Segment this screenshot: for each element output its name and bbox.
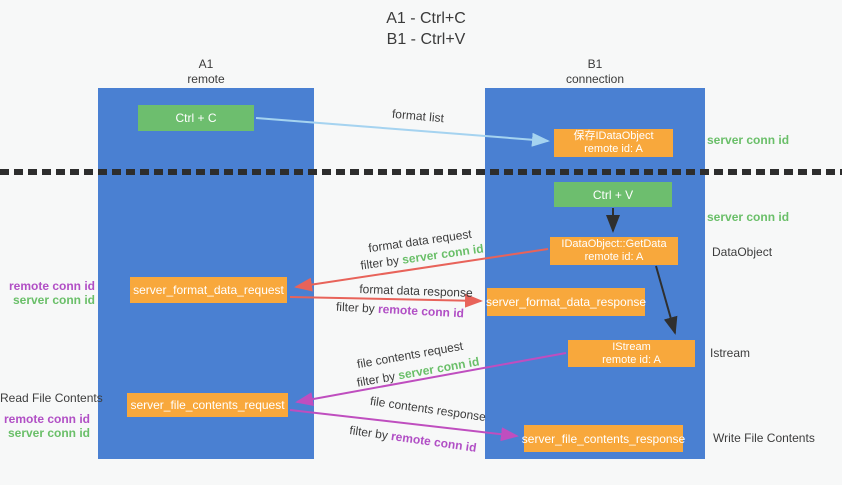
node-ctrl-c: Ctrl + C bbox=[138, 105, 254, 131]
node-server-file-contents-response: server_file_contents_response bbox=[521, 425, 686, 452]
annotation-read-file-contents: Read File Contents bbox=[0, 391, 103, 405]
node-server-file-contents-request: server_file_contents_request bbox=[127, 393, 288, 417]
node-save-idataobject: 保存IDataObject remote id: A bbox=[554, 129, 673, 157]
annotation-server-conn-id-mid-right: server conn id bbox=[707, 210, 790, 224]
filter-by-remote-conn-label-1: filter by remote conn id bbox=[325, 299, 476, 321]
filter-by-remote-conn-label-2: filter by remote conn id bbox=[338, 422, 488, 457]
annotation-server-conn-id-bottom-left: server conn id bbox=[7, 426, 90, 440]
format-request-label: server_format_data_request bbox=[133, 283, 284, 297]
save-idataobject-line2: remote id: A bbox=[584, 143, 643, 155]
remote-conn-id-text: remote conn id bbox=[377, 301, 465, 321]
format-response-label: server_format_data_response bbox=[485, 295, 647, 309]
ctrl-c-label: Ctrl + C bbox=[175, 111, 217, 125]
node-server-format-data-response: server_format_data_response bbox=[485, 288, 647, 316]
title-line-a1: A1 - Ctrl+C bbox=[386, 10, 466, 27]
getdata-line1: IDataObject::GetData bbox=[561, 238, 667, 250]
istream-line2: remote id: A bbox=[602, 353, 661, 366]
filter-by-text: filter by bbox=[348, 423, 389, 443]
node-ctrl-v: Ctrl + V bbox=[554, 182, 672, 207]
annotation-dataobject: DataObject bbox=[712, 245, 773, 259]
lane-b1-subtitle: connection bbox=[565, 72, 625, 86]
title-line-b1: B1 - Ctrl+V bbox=[386, 31, 466, 48]
save-idataobject-line1: 保存IDataObject bbox=[573, 130, 654, 142]
lane-header-b1: B1 connection bbox=[485, 57, 705, 87]
lane-b1-name: B1 bbox=[587, 57, 603, 71]
format-list-label: format list bbox=[391, 106, 445, 126]
annotation-server-conn-id-mid-left: server conn id bbox=[12, 293, 95, 307]
filter-by-text: filter by bbox=[359, 253, 400, 273]
remote-conn-id-text: remote conn id bbox=[390, 429, 478, 455]
filter-by-text: filter by bbox=[335, 299, 376, 316]
diagram-title: A1 - Ctrl+C B1 - Ctrl+V bbox=[0, 8, 842, 50]
dotted-divider-line bbox=[0, 169, 842, 175]
format-data-response-label: format data response bbox=[359, 282, 473, 300]
node-server-format-data-request: server_format_data_request bbox=[130, 277, 287, 303]
file-request-label: server_file_contents_request bbox=[130, 398, 285, 412]
file-response-label: server_file_contents_response bbox=[521, 431, 686, 446]
ctrl-v-label: Ctrl + V bbox=[592, 187, 634, 202]
lane-a1-subtitle: remote bbox=[187, 72, 225, 86]
getdata-line2: remote id: A bbox=[584, 251, 644, 263]
file-contents-response-label: file contents response bbox=[369, 393, 487, 425]
lane-a1-name: A1 bbox=[198, 57, 214, 71]
annotation-remote-conn-id-mid-left: remote conn id bbox=[8, 279, 95, 293]
annotation-write-file-contents: Write File Contents bbox=[713, 431, 815, 445]
node-istream: IStream remote id: A bbox=[568, 340, 695, 367]
annotation-istream: Istream bbox=[710, 346, 751, 360]
lane-header-a1: A1 remote bbox=[98, 57, 314, 87]
filter-by-text: filter by bbox=[355, 369, 397, 390]
annotation-server-conn-id-top-right: server conn id bbox=[707, 133, 790, 147]
istream-line1: IStream bbox=[612, 340, 651, 353]
annotation-remote-conn-id-bottom-left: remote conn id bbox=[3, 412, 90, 426]
node-idataobject-getdata: IDataObject::GetData remote id: A bbox=[550, 237, 678, 265]
